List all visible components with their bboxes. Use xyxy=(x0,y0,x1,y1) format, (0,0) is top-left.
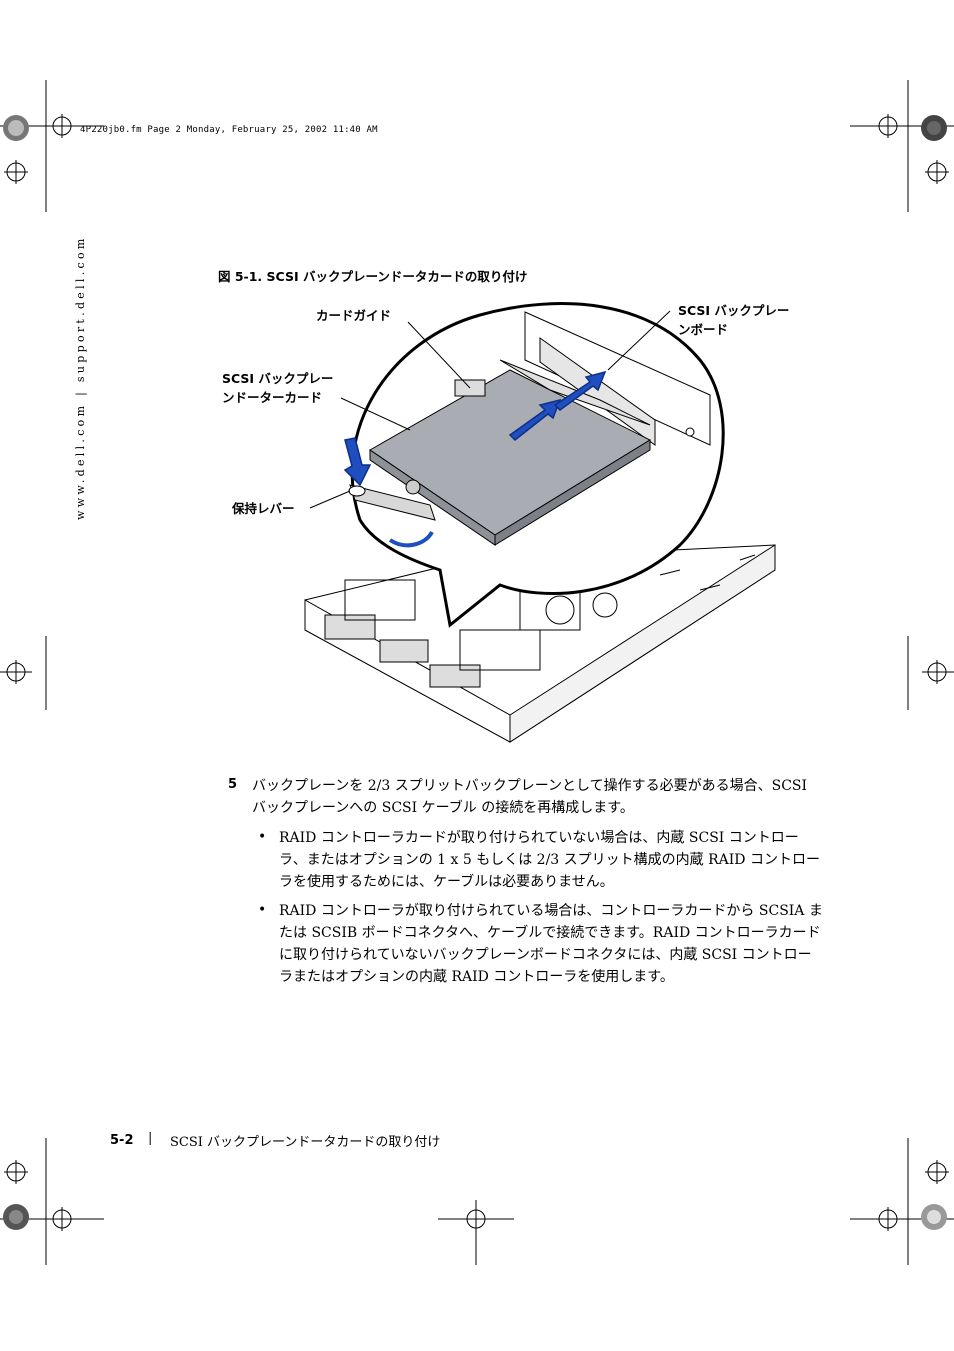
bullet-item: RAID コントローラカードが取り付けられていない場合は、内蔵 SCSI コント… xyxy=(279,830,820,890)
callout-daughter-card-line1: SCSI バックプレー xyxy=(222,371,334,386)
lever-rotation-arrow xyxy=(388,530,434,548)
callout-backplane-board-line1: SCSI バックプレー xyxy=(678,303,790,318)
callout-daughter-card-line2: ンドーターカード xyxy=(222,390,323,405)
server-chassis-illustration xyxy=(304,544,776,743)
color-target-top-right xyxy=(921,115,947,141)
color-target-top-left xyxy=(3,115,29,141)
color-target-bottom-left xyxy=(3,1204,29,1230)
callout-daughter-card: SCSI バックプレー ンドーターカード xyxy=(222,369,333,407)
bullet-marker: • xyxy=(258,902,267,918)
step-text: バックプレーンを 2/3 スプリットバックプレーンとして操作する必要がある場合、… xyxy=(252,778,808,816)
registration-mark-bottom-center xyxy=(438,1200,514,1265)
footer-separator: | xyxy=(148,1131,153,1146)
bullet-item: RAID コントローラが取り付けられている場合は、コントローラカードから SCS… xyxy=(279,903,823,985)
side-url-text: www.dell.com | support.dell.com xyxy=(74,235,87,520)
retention-lever xyxy=(348,484,436,521)
registration-mark-mid-left xyxy=(0,636,47,710)
registration-mark-top-left xyxy=(0,80,104,212)
insert-direction-arrows xyxy=(343,370,607,487)
bullet-marker: • xyxy=(258,829,267,845)
figure-caption: 図 5-1. SCSI バックプレーンドータカードの取り付け xyxy=(218,269,528,284)
registration-mark-bottom-left xyxy=(0,1138,104,1265)
registration-mark-top-right xyxy=(850,80,954,212)
callout-backplane-board: SCSI バックプレー ンボード xyxy=(678,301,789,339)
callout-backplane-board-line2: ンボード xyxy=(678,322,729,337)
print-header-line: 4P220jb0.fm Page 2 Monday, February 25, … xyxy=(80,125,378,135)
footer-page-number: 5-2 xyxy=(110,1133,134,1148)
callout-leader-lines xyxy=(309,310,671,509)
scsi-backplane-board xyxy=(524,311,711,446)
registration-mark-mid-right xyxy=(907,636,954,710)
footer-title: SCSI バックプレーンドータカードの取り付け xyxy=(170,1135,441,1150)
callout-retention-lever: 保持レバー xyxy=(232,501,295,516)
color-target-bottom-right xyxy=(921,1204,947,1230)
registration-mark-bottom-right xyxy=(850,1138,954,1265)
callout-card-guide: カードガイド xyxy=(316,308,392,323)
step-number: 5 xyxy=(228,777,238,792)
